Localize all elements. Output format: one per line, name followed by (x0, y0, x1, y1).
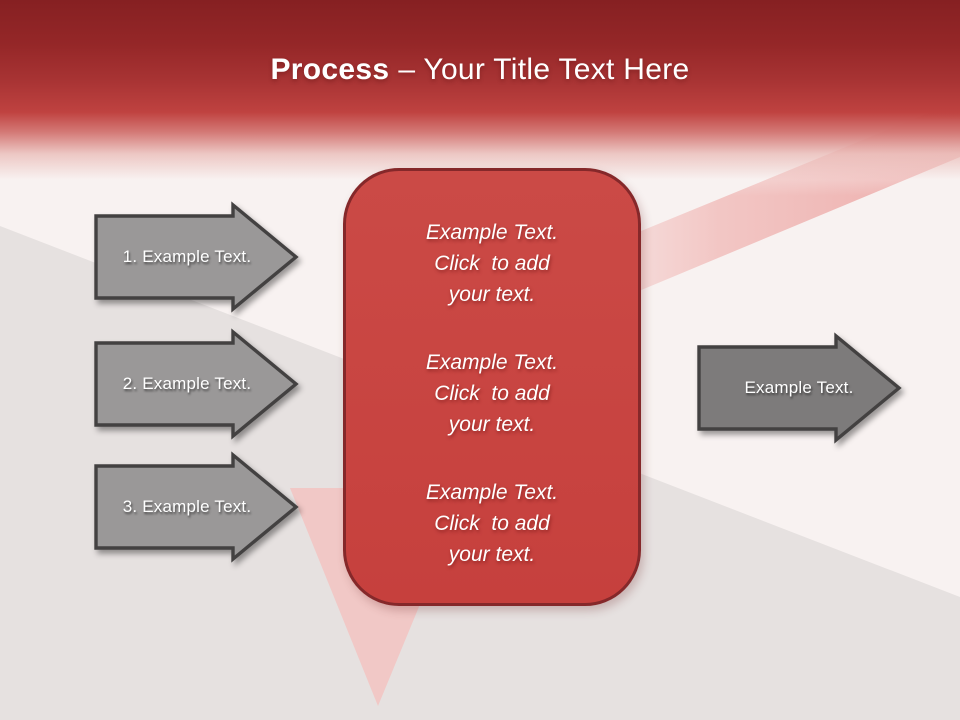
step-arrow-3-shape (94, 451, 299, 563)
center-panel[interactable]: Example Text. Click to add your text. Ex… (343, 168, 641, 606)
step-arrow-2[interactable]: 2. Example Text. (94, 328, 299, 440)
panel-text-line: Example Text. (425, 480, 559, 504)
step-arrow-1-label: 1. Example Text. (122, 247, 252, 266)
panel-text-line: Click to add (434, 511, 550, 535)
step-arrow-1[interactable]: 1. Example Text. (94, 201, 299, 313)
panel-text-line: Click to add (434, 251, 550, 275)
right-arrow-icon (697, 332, 902, 444)
panel-text-line: Example Text. (425, 350, 559, 374)
step-arrow-1-shape (94, 201, 299, 313)
output-arrow[interactable]: Example Text. (697, 332, 902, 444)
panel-text-line: your text. (448, 412, 536, 436)
panel-text-line: Click to add (434, 381, 550, 405)
step-arrow-3[interactable]: 3. Example Text. (94, 451, 299, 563)
title-subtitle: – Your Title Text Here (398, 53, 690, 86)
slide-title[interactable]: Process– Your Title Text Here (0, 53, 960, 87)
right-arrow-icon (94, 451, 299, 563)
panel-text-line: your text. (448, 542, 536, 566)
panel-paragraph-2: Example Text. Click to add your text. (426, 347, 558, 440)
panel-paragraph-1: Example Text. Click to add your text. (426, 217, 558, 310)
panel-paragraph-3: Example Text. Click to add your text. (426, 477, 558, 570)
panel-text-line: your text. (448, 282, 536, 306)
step-arrow-2-shape (94, 328, 299, 440)
step-arrow-2-label: 2. Example Text. (122, 374, 252, 393)
output-arrow-shape (697, 332, 902, 444)
right-arrow-icon (94, 201, 299, 313)
panel-text-line: Example Text. (425, 220, 559, 244)
step-arrow-3-label: 3. Example Text. (122, 497, 252, 516)
output-arrow-label: Example Text. (744, 378, 854, 397)
title-keyword: Process (270, 53, 390, 86)
right-arrow-icon (94, 328, 299, 440)
